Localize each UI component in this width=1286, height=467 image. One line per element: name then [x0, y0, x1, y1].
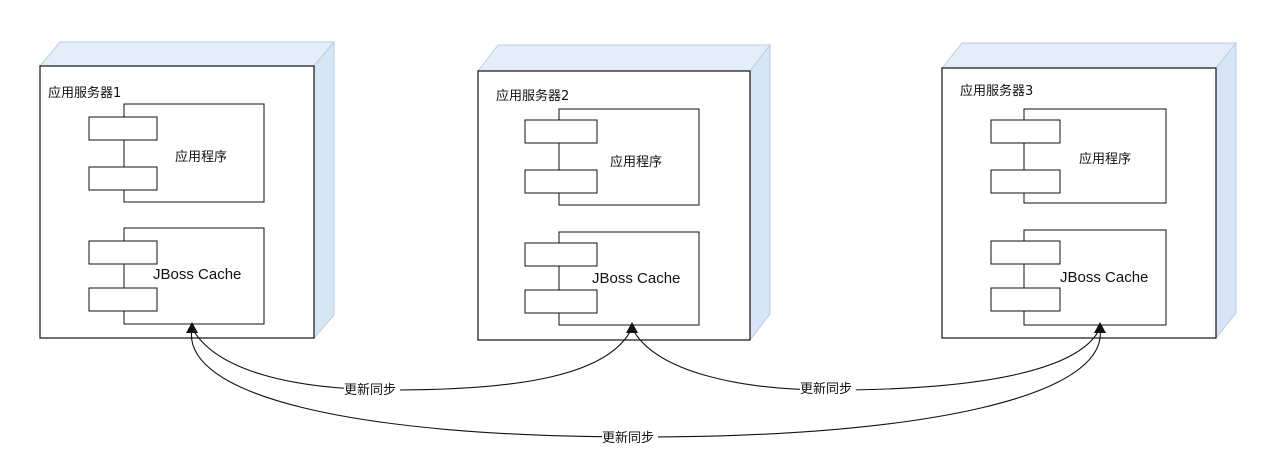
app-label: 应用程序 [175, 149, 227, 165]
edge-label: 更新同步 [602, 430, 654, 446]
component-port-icon [524, 242, 598, 267]
server-node-2: 应用服务器2 应用程序 JBoss Cache [476, 43, 772, 342]
app-label: 应用程序 [1079, 151, 1131, 167]
node-top-face [476, 44, 772, 72]
server-name: 应用服务器2 [496, 88, 569, 104]
app-component: 应用程序 [990, 108, 1167, 204]
connector-arrowhead-icon [1094, 322, 1106, 333]
component-port-icon [88, 166, 158, 191]
cache-label: JBoss Cache [592, 270, 680, 287]
server-node-1: 应用服务器1 应用程序 JBoss Cache [38, 40, 336, 340]
cache-component: JBoss Cache [524, 231, 700, 326]
app-label: 应用程序 [610, 154, 662, 170]
component-port-icon [990, 119, 1061, 144]
node-side-face [749, 43, 771, 342]
component-port-icon [524, 119, 598, 144]
node-top-face [38, 41, 336, 67]
server-name: 应用服务器3 [960, 83, 1033, 99]
connector-arrowhead-icon [186, 322, 198, 333]
component-port-icon [990, 169, 1061, 194]
node-top-face [940, 42, 1238, 69]
node-side-face [313, 40, 335, 340]
cache-label: JBoss Cache [153, 266, 241, 283]
cache-component: JBoss Cache [990, 229, 1167, 326]
sync-connectors: 更新同步 更新同步 更新同步 [186, 322, 1106, 446]
sync-edge-1-3 [190, 327, 1101, 438]
edge-label-bg [344, 380, 400, 397]
app-component: 应用程序 [524, 108, 700, 206]
server-name: 应用服务器1 [48, 85, 121, 101]
component-port-icon [88, 287, 158, 312]
component-port-icon [524, 169, 598, 194]
edge-label: 更新同步 [344, 382, 396, 398]
component-port-icon [88, 240, 158, 265]
component-port-icon [88, 116, 158, 141]
cache-label: JBoss Cache [1060, 269, 1148, 286]
app-component: 应用程序 [88, 103, 265, 203]
node-side-face [1215, 41, 1237, 340]
edge-label-bg [800, 379, 856, 396]
edge-label-bg [602, 428, 658, 445]
component-port-icon [524, 289, 598, 314]
component-port-icon [990, 240, 1061, 265]
cache-component: JBoss Cache [88, 227, 265, 325]
connector-arrowhead-icon [626, 322, 638, 333]
edge-label: 更新同步 [800, 381, 852, 397]
server-node-3: 应用服务器3 应用程序 JBoss Cache [940, 41, 1238, 340]
component-port-icon [990, 287, 1061, 312]
